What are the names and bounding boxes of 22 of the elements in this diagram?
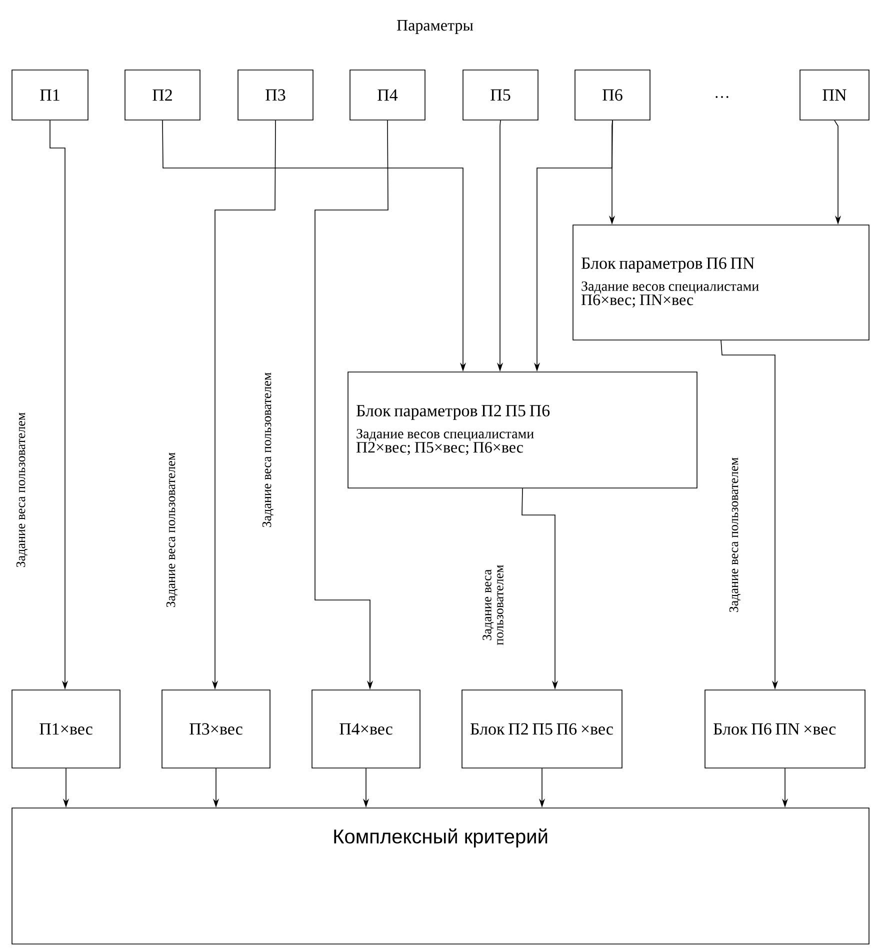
parameter-box: П4 xyxy=(350,70,426,120)
edge-label: Задание веса пользователем xyxy=(482,565,504,646)
result-box: П1×вес xyxy=(12,690,120,768)
edge-label: Задание веса пользователем xyxy=(166,452,178,608)
parameter-block-box: Блок параметров П6 ПN Задание весов специалистами П6×вес; ПN×вес xyxy=(572,224,870,340)
parameter-box: П2 xyxy=(124,70,200,120)
parameter-box: П3 xyxy=(238,70,314,120)
parameter-box: П5 xyxy=(462,70,538,120)
parameter-block-box: Блок параметров П2 П5 П6 Задание весов специалистами П2×вес; П5×вес; П6×вес xyxy=(348,372,698,488)
title: Параметры xyxy=(397,20,474,34)
parameter-box: П6 xyxy=(574,70,650,120)
parameter-box: П1 xyxy=(12,70,88,120)
parameter-box: ПN xyxy=(800,70,870,120)
result-box: П4×вес xyxy=(312,690,420,768)
edge-label: Задание веса пользователем xyxy=(729,458,741,612)
result-box: Блок П2 П5 П6 ×вес xyxy=(462,690,622,768)
criterion-box: Комплексный критерий xyxy=(12,808,870,944)
result-box: Блок П6 ПN ×вес xyxy=(704,690,866,768)
edge-label: Задание веса пользователем xyxy=(262,372,274,528)
edge-label: Задание веса пользователем xyxy=(16,412,28,568)
ellipsis: … xyxy=(716,96,728,98)
result-box: П3×вес xyxy=(162,690,270,768)
